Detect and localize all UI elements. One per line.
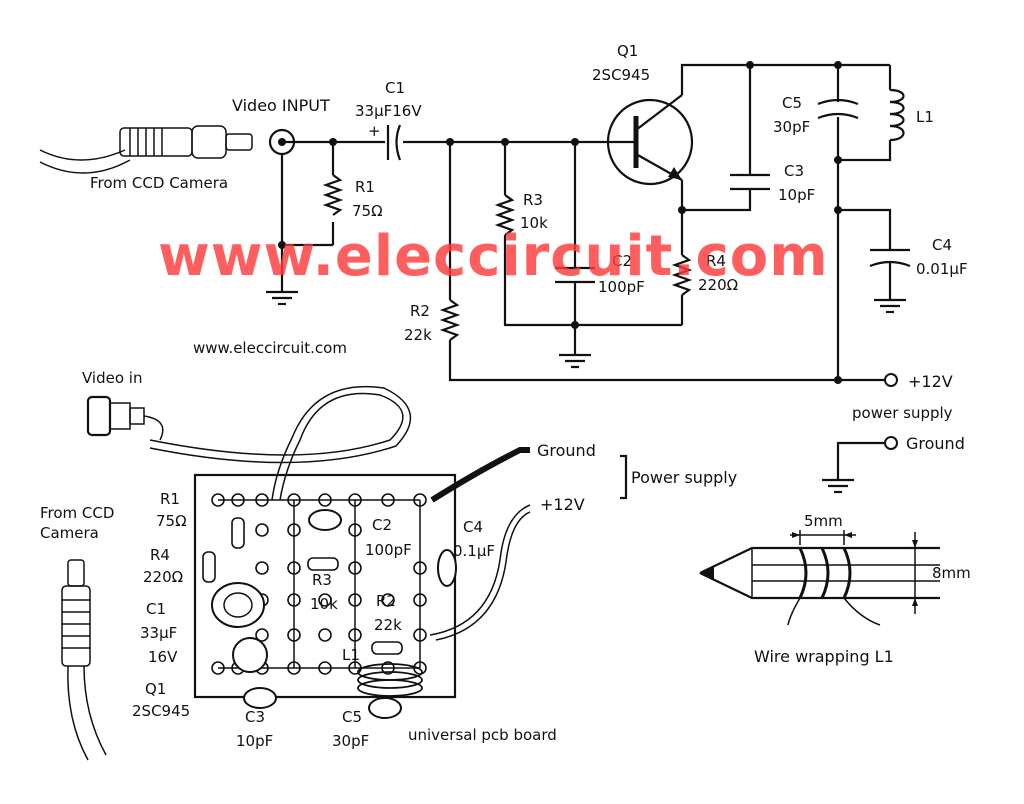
- c5-capacitor-icon: [817, 98, 859, 106]
- r1-value: 75Ω: [352, 202, 383, 220]
- c4-value: 0.01μF: [916, 260, 968, 278]
- c2-value: 100pF: [598, 278, 645, 296]
- l1-component-icon: [357, 663, 423, 697]
- r1-component-icon: [231, 517, 245, 549]
- c5-value: 30pF: [773, 118, 810, 136]
- video-input-label: Video INPUT: [232, 96, 330, 115]
- pcb-plus12-label: +12V: [540, 495, 585, 514]
- from-ccd-camera-label: From CCD Camera: [90, 174, 228, 192]
- r3-resistor-icon: [494, 194, 516, 236]
- pcb-c2-name: C2: [372, 516, 392, 534]
- video-in-jack-icon: [86, 395, 164, 441]
- ground-symbol-icon: [559, 353, 591, 369]
- website-label: www.eleccircuit.com: [193, 339, 347, 357]
- pcb-c5-value: 30pF: [332, 732, 369, 750]
- ground-symbol-icon: [822, 478, 854, 494]
- pcb-r1-name: R1: [160, 490, 180, 508]
- pcb-c1-name: C1: [146, 600, 166, 618]
- r4-value: 220Ω: [698, 276, 738, 294]
- pcb-r2-name: R2: [376, 592, 396, 610]
- ground-symbol-icon: [266, 290, 298, 306]
- c2-component-icon: [308, 509, 342, 531]
- c1-value: 33μF16V: [355, 102, 422, 120]
- r4-component-icon: [202, 551, 216, 583]
- pcb-r3-name: R3: [312, 571, 332, 589]
- c4-name: C4: [932, 236, 952, 254]
- power-supply-label: power supply: [852, 404, 953, 422]
- pcb-c3-name: C3: [245, 708, 265, 726]
- c3-name: C3: [784, 162, 804, 180]
- c5-component-icon: [368, 697, 402, 719]
- pcb-c4-value: 0.1μF: [453, 542, 495, 560]
- r3-value: 10k: [520, 214, 548, 232]
- pcb-c1-value-2: 16V: [148, 648, 178, 666]
- q1-value: 2SC945: [592, 66, 650, 84]
- watermark: www.eleccircuit.com: [158, 224, 829, 289]
- c5-name: C5: [782, 94, 802, 112]
- pcb-l1-name: L1: [342, 646, 360, 664]
- r2-value: 22k: [404, 326, 432, 344]
- q1-component-icon: [232, 637, 268, 673]
- width-dimension: [790, 530, 856, 545]
- pcb-c5-name: C5: [342, 708, 362, 726]
- l1-coil-icon: [889, 88, 905, 142]
- r3-component-icon: [307, 557, 339, 571]
- coil-diameter-label: 8mm: [932, 564, 971, 582]
- r4-name: R4: [706, 252, 726, 270]
- q1-transistor-icon: [606, 94, 694, 186]
- pencil-icon: [699, 546, 940, 600]
- r3-name: R3: [523, 191, 543, 209]
- c3-component-icon: [243, 687, 277, 709]
- from-ccd-label-1: From CCD: [40, 504, 114, 522]
- pcb-r2-value: 22k: [374, 616, 402, 634]
- r1-name: R1: [355, 178, 375, 196]
- pcb-power-supply-label: Power supply: [631, 468, 737, 487]
- plus12-terminal-icon: [884, 373, 898, 387]
- pcb-r4-name: R4: [150, 546, 170, 564]
- ground-symbol-icon: [874, 298, 906, 314]
- c4-component-icon: [437, 549, 457, 587]
- ground-label: Ground: [906, 434, 965, 453]
- coil-width-label: 5mm: [804, 512, 843, 530]
- r4-resistor-icon: [671, 254, 693, 296]
- c1-name: C1: [385, 79, 405, 97]
- pcb-q1-name: Q1: [145, 680, 166, 698]
- pcb-c2-value: 100pF: [365, 541, 412, 559]
- q1-name: Q1: [617, 42, 638, 60]
- pcb-r4-value: 220Ω: [143, 568, 183, 586]
- pcb-c4-name: C4: [463, 518, 483, 536]
- coil-winding: 5mm 8mm Wire wrapping L1: [699, 512, 971, 666]
- l1-name: L1: [916, 108, 934, 126]
- r2-component-icon: [371, 641, 403, 655]
- pcb-r1-value: 75Ω: [156, 512, 187, 530]
- ground-terminal-icon: [884, 436, 898, 450]
- pcb-c3-value: 10pF: [236, 732, 273, 750]
- c2-name: C2: [612, 252, 632, 270]
- from-ccd-label-2: Camera: [40, 524, 99, 542]
- pcb-ground-label: Ground: [537, 441, 596, 460]
- c3-value: 10pF: [778, 186, 815, 204]
- wire-turns-icon: [787, 547, 881, 626]
- plus12-label: +12V: [908, 372, 953, 391]
- r1-resistor-icon: [322, 174, 344, 216]
- diameter-dimension: [905, 532, 925, 614]
- pcb-c1-value-1: 33μF: [140, 624, 177, 642]
- schematic: Video INPUT From CCD Camera R1 75Ω C1 33…: [39, 42, 968, 494]
- pcb-r3-value: 10k: [310, 595, 338, 613]
- pcb-board-label: universal pcb board: [408, 726, 557, 744]
- coil-caption: Wire wrapping L1: [754, 647, 894, 666]
- rca-plug-bottom-icon: [61, 559, 107, 761]
- pcb-q1-value: 2SC945: [132, 702, 190, 720]
- rca-plug-top-icon: [39, 125, 253, 174]
- r2-name: R2: [410, 302, 430, 320]
- pcb-board-icon: [193, 473, 457, 699]
- c1-polarity: +: [368, 122, 381, 140]
- pcb-layout: Video in From CCD Camera R1 75Ω R4 220Ω …: [40, 369, 737, 761]
- r2-resistor-icon: [439, 299, 461, 341]
- video-in-label: Video in: [82, 369, 142, 387]
